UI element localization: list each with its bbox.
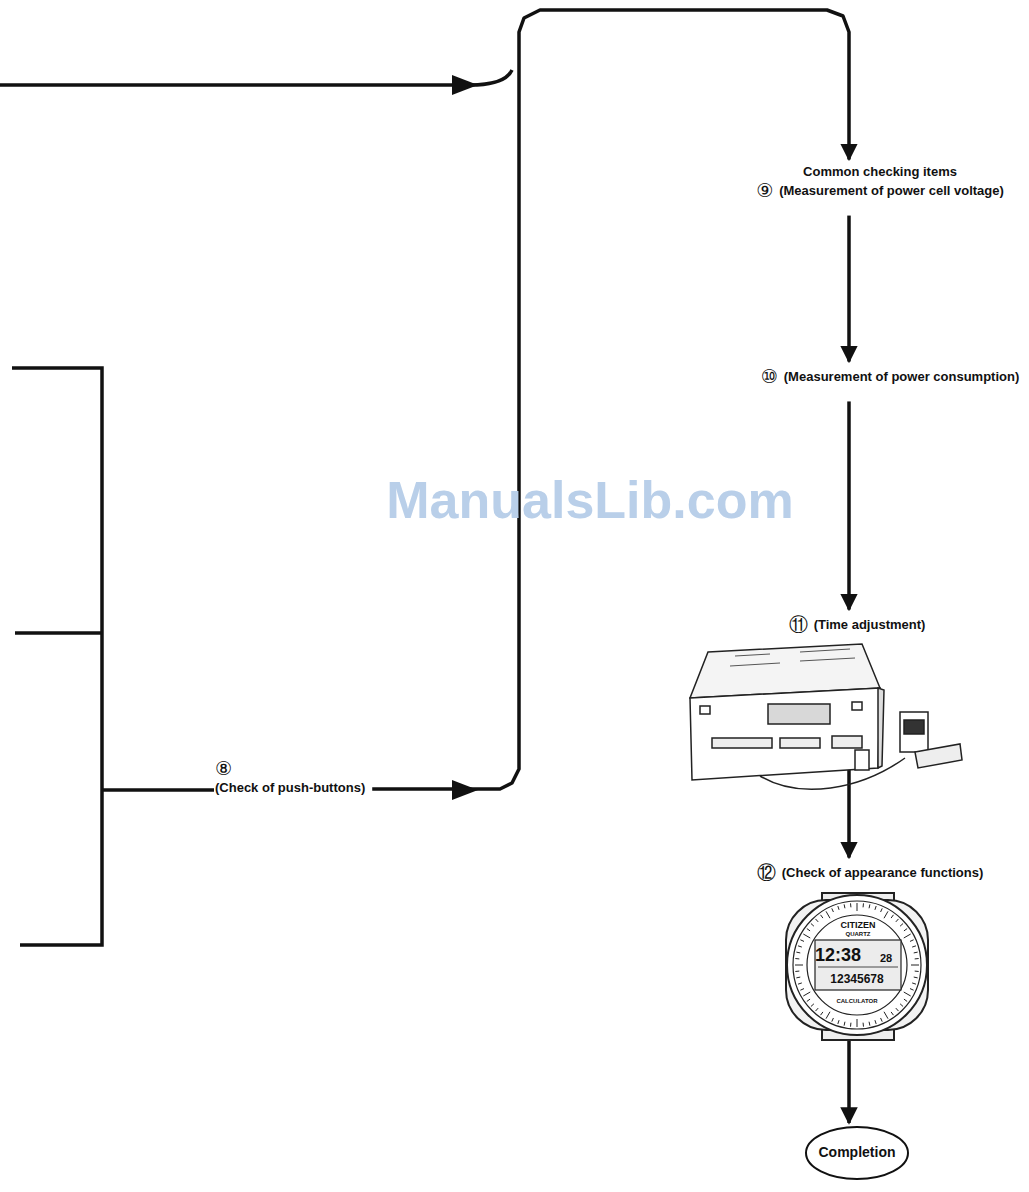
terminal-ellipse: Completion [805, 1126, 909, 1180]
lcd-digits: 28 [880, 953, 892, 964]
callout-number: ⑩ [761, 367, 778, 388]
bracket-line [102, 788, 214, 792]
callout-number: ⑪ [789, 615, 808, 636]
step-text: Completion [819, 1144, 896, 1162]
incoming-line [0, 70, 512, 85]
step-text: (Measurement of power cell voltage) [779, 183, 1004, 199]
step-text: (Check of appearance functions) [782, 865, 984, 881]
process-step: ⑫ (Check of appearance functions) [754, 861, 987, 886]
step-text: Common checking items [752, 164, 1008, 180]
bracket-line [12, 368, 102, 945]
watermark: ManualsLib.com [386, 474, 793, 526]
process-step: ⑧(Check of push-buttons) [212, 757, 368, 798]
callout-number: ⑨ [756, 181, 773, 202]
process-step: ⑪ (Time adjustment) [786, 613, 929, 638]
arrow-head [452, 75, 478, 95]
flow-arrow [847, 216, 851, 362]
watch [786, 893, 928, 1040]
timing-machine [690, 644, 962, 789]
step-text: (Check of push-buttons) [215, 780, 365, 796]
brand-text: CITIZEN [841, 921, 876, 930]
dial-text: CALCULATOR [836, 998, 877, 1004]
process-step: Common checking items⑨ (Measurement of po… [749, 162, 1011, 203]
step-text: (Measurement of power consumption) [784, 369, 1019, 385]
step-text: (Time adjustment) [814, 617, 926, 633]
flow-arrow [847, 401, 851, 609]
process-step: ⑩ (Measurement of power consumption) [758, 365, 1023, 390]
lcd-digits: 12345678 [830, 973, 883, 985]
callout-number: ⑫ [757, 863, 776, 884]
lcd-digits: 12:38 [815, 946, 861, 964]
brand-text: QUARTZ [846, 931, 871, 937]
bracket-line [15, 631, 102, 635]
callout-number: ⑧ [215, 759, 232, 780]
